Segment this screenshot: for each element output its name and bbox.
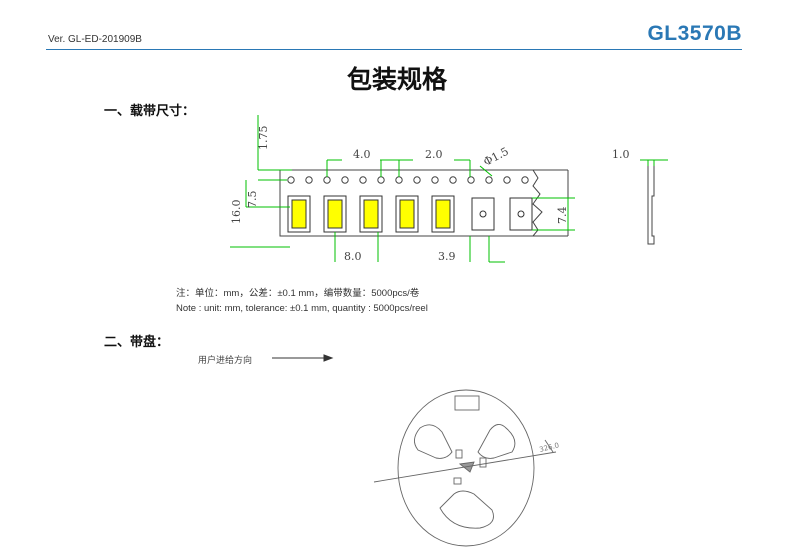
dim-3-9: 3.9 bbox=[438, 250, 456, 263]
section-carrier-tape-heading: 一、载带尺寸： bbox=[104, 104, 196, 119]
sprocket-holes bbox=[287, 176, 529, 184]
note-english: Note : unit: mm, tolerance: ±0.1 mm, qua… bbox=[176, 303, 428, 314]
feed-direction-arrow bbox=[272, 354, 334, 362]
tape-side-profile bbox=[647, 166, 655, 245]
dim-4-0: 4.0 bbox=[353, 148, 371, 161]
reel-dimension: 326.0 bbox=[539, 441, 560, 454]
dim-8-0: 8.0 bbox=[344, 250, 362, 263]
section-reel-heading: 二、带盘： bbox=[104, 335, 170, 350]
dim-16-0: 16.0 bbox=[230, 200, 243, 225]
feed-direction-label: 用户进给方向 bbox=[198, 356, 253, 366]
dim-2-0: 2.0 bbox=[425, 148, 443, 161]
dimension-lines bbox=[230, 115, 668, 263]
model-name: GL3570B bbox=[647, 22, 742, 45]
dim-7-4: 7.4 bbox=[556, 207, 569, 225]
page-title: 包装规格 bbox=[346, 65, 447, 94]
dim-7-5: 7.5 bbox=[246, 191, 259, 209]
dim-1-75: 1.75 bbox=[257, 126, 270, 151]
header-rule bbox=[46, 49, 742, 50]
dim-1-0: 1.0 bbox=[612, 148, 630, 161]
led-pockets bbox=[287, 195, 533, 233]
note-chinese: 注：单位：mm，公差：±0.1 mm，编带数量：5000pcs/卷 bbox=[176, 288, 420, 299]
dim-hole-diameter: Φ1.5 bbox=[481, 145, 511, 169]
version-label: Ver. GL-ED-201909B bbox=[48, 34, 142, 45]
reel-drawing bbox=[373, 389, 557, 547]
